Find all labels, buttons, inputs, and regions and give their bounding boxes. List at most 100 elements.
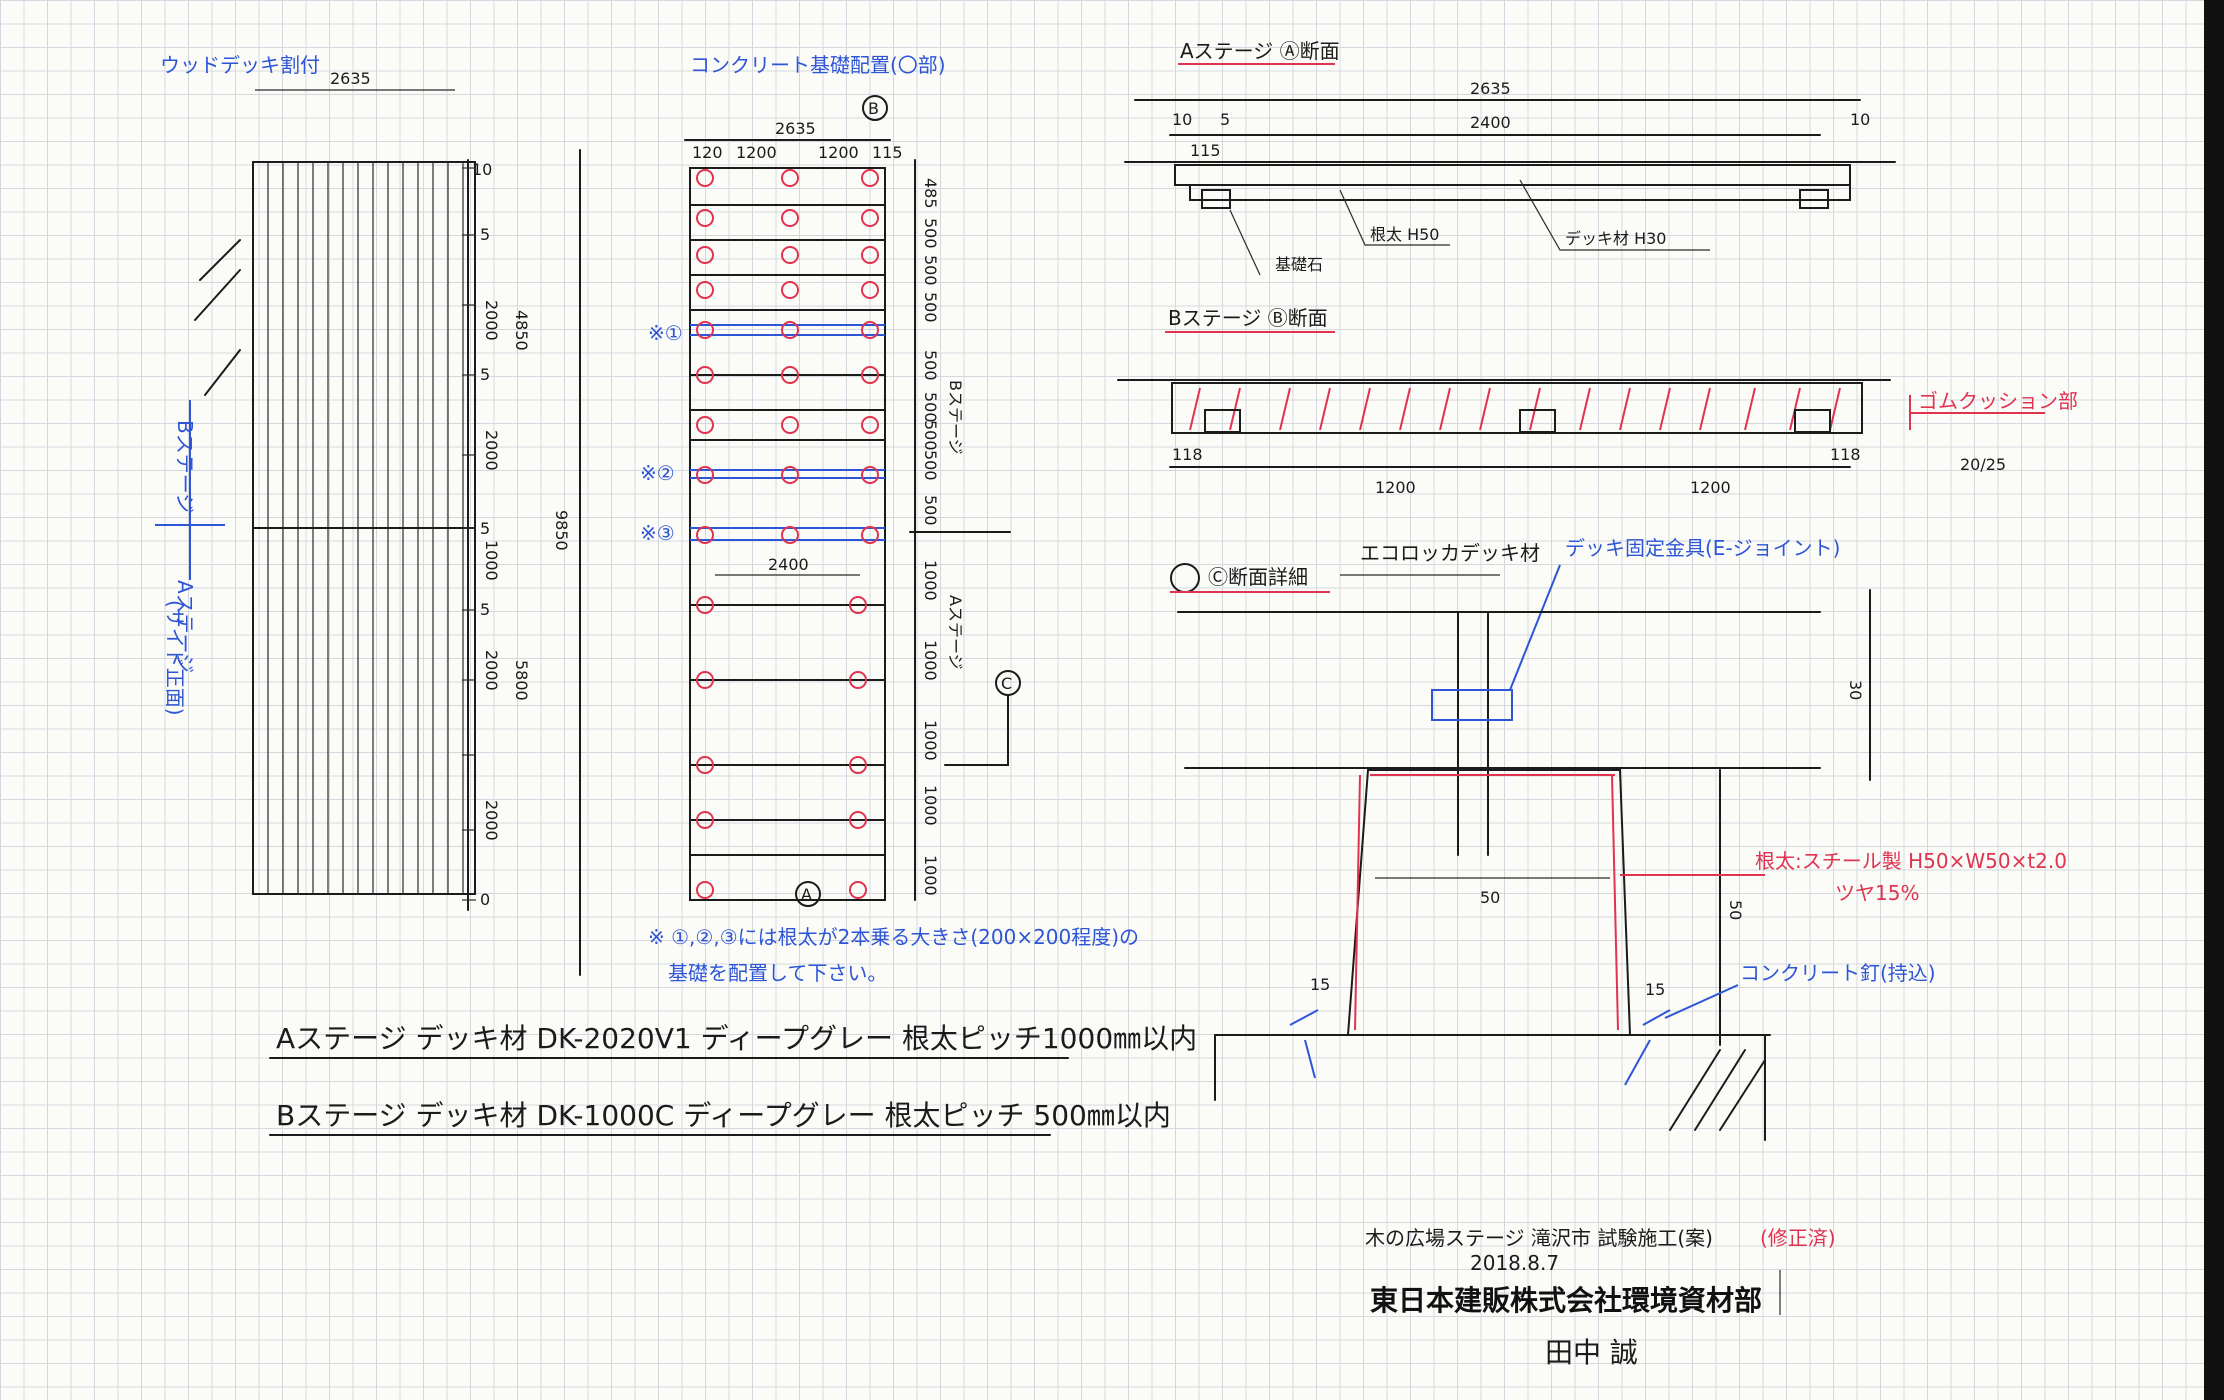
sub-dim-1: 120 <box>692 143 723 162</box>
sec-c-50-height: 50 <box>1726 900 1745 920</box>
sec-c-joist-left-red <box>1354 774 1361 1031</box>
svg-text:500: 500 <box>921 392 940 423</box>
dim-2000-a: 2000 <box>482 300 501 341</box>
dim-2000-b: 2000 <box>482 430 501 471</box>
foundation-note-1: ※ ①,②,③には根太が2本乗る大きさ(200×200程度)の <box>648 925 1139 949</box>
section-a-bubble <box>795 881 821 907</box>
sec-b-found-1 <box>1204 409 1241 433</box>
spec-a-stage: Aステージ デッキ材 DK-2020V1 ディープグレー 根太ピッチ1000㎜以… <box>276 1022 1197 1055</box>
sec-a-found-right <box>1799 189 1829 209</box>
sec-a-found-left <box>1201 189 1231 209</box>
section-a-title: Aステージ Ⓐ断面 <box>1180 39 1340 63</box>
mid-b-stage: Bステージ <box>946 380 965 455</box>
svg-text:500: 500 <box>921 420 940 451</box>
sub-dim-2: 1200 <box>736 143 777 162</box>
sec-b-cushion-label: ゴムクッション部 <box>1918 389 2078 413</box>
sec-c-deck-label: エコロッカデッキ材 <box>1360 541 1540 565</box>
sec-c-joist-right-red <box>1611 774 1619 1031</box>
foundation-side-labels: 485 500 500 500 500 500 500 500 500 1000… <box>921 178 940 896</box>
svg-text:500: 500 <box>921 495 940 526</box>
sec-b-found-2 <box>1519 409 1556 433</box>
sec-a-joist-label: 根太 H50 <box>1370 225 1439 244</box>
mid-a-stage: Aステージ <box>946 595 965 670</box>
b-stage-label: Bステージ <box>173 420 197 513</box>
project-name: 木の広場ステージ 滝沢市 試験施工(案) <box>1365 1226 1713 1250</box>
ruler-mark-5b: 5 <box>480 365 490 384</box>
sec-a-deck <box>1174 164 1851 186</box>
dim-1000: 1000 <box>482 540 501 581</box>
dim-9850: 9850 <box>552 510 571 551</box>
svg-text:500: 500 <box>921 292 940 323</box>
sec-c-15-left: 15 <box>1310 975 1330 994</box>
sec-c-paint-label: ツヤ15% <box>1835 881 1919 905</box>
mark-2: ※② <box>640 461 675 485</box>
sub-dim-4: 115 <box>872 143 903 162</box>
drawing-date: 2018.8.7 <box>1470 1251 1559 1275</box>
ruler-mark-5c: 5 <box>480 519 490 538</box>
sec-a-leader-3 <box>1519 179 1710 251</box>
sec-b-body <box>1171 382 1863 434</box>
svg-text:485: 485 <box>921 178 940 209</box>
deck-width-dim: 2635 <box>330 69 371 88</box>
sub-dim-3: 1200 <box>818 143 859 162</box>
sec-c-ground-hatch <box>1669 1049 1766 1131</box>
svg-text:1000: 1000 <box>921 640 940 681</box>
sec-b-side-dim: 20/25 <box>1960 455 2006 474</box>
side-front-note: (サイド正面) <box>163 600 187 716</box>
spec-b-stage: Bステージ デッキ材 DK-1000C ディープグレー 根太ピッチ 500㎜以内 <box>276 1099 1171 1132</box>
sec-a-5: 5 <box>1220 110 1230 129</box>
foundation-title: コンクリート基礎配置(〇部) <box>690 53 946 77</box>
ruler-mark-0: 0 <box>480 890 490 909</box>
title-block: 木の広場ステージ 滝沢市 試験施工(案) (修正済) 2018.8.7 東日本建… <box>1365 1226 1836 1369</box>
scan-edge <box>2204 0 2224 1400</box>
sec-a-leader-1 <box>1229 209 1261 276</box>
section-b-label: B <box>868 99 879 118</box>
deck-layout-title: ウッドデッキ割付 <box>160 53 320 77</box>
ruler-mark-top: 10 <box>472 160 492 179</box>
section-b: Bステージ Ⓑ断面 ゴムクッション部 118 1200 1200 118 20/… <box>1117 306 2078 497</box>
mark-1: ※① <box>648 321 683 345</box>
section-c: Ⓒ断面詳細 エコロッカデッキ材 デッキ固定金具(E-ジョイント) 30 50 5… <box>1170 536 2067 1141</box>
foundation-note-2: 基礎を配置して下さい。 <box>668 961 887 985</box>
deck-layout-plan: ウッドデッキ割付 2635 10 5 5 5 5 0 <box>155 53 581 976</box>
sec-c-fix-label: デッキ固定金具(E-ジョイント) <box>1565 536 1840 560</box>
foundation-points <box>696 169 879 899</box>
svg-text:500: 500 <box>921 218 940 249</box>
sec-b-cushion-hatch <box>1189 387 1841 431</box>
section-c-title-bubble <box>1170 563 1200 593</box>
sec-a-2400: 2400 <box>1470 113 1511 132</box>
svg-text:1000: 1000 <box>921 560 940 601</box>
svg-text:500: 500 <box>921 450 940 481</box>
foundation-outline <box>689 167 886 901</box>
a-stage-label: Aステージ <box>173 580 197 673</box>
spec-block: Aステージ デッキ材 DK-2020V1 ディープグレー 根太ピッチ1000㎜以… <box>269 1022 1197 1136</box>
sec-c-15-right: 15 <box>1645 980 1665 999</box>
dim-4850: 4850 <box>512 310 531 351</box>
dim-5800: 5800 <box>512 660 531 701</box>
sec-c-anchor-label: コンクリート釘(持込) <box>1740 961 1936 985</box>
joist-lines <box>689 204 886 856</box>
svg-text:500: 500 <box>921 350 940 381</box>
section-c-title: Ⓒ断面詳細 <box>1208 565 1308 589</box>
svg-text:1000: 1000 <box>921 785 940 826</box>
sec-a-deck-label: デッキ材 H30 <box>1565 229 1666 248</box>
section-a-label: A <box>801 885 812 904</box>
mark-3: ※③ <box>640 521 675 545</box>
sec-a-foundation: 基礎石 <box>1275 255 1323 274</box>
sec-c-fixture <box>1431 689 1513 721</box>
sec-a-total: 2635 <box>1470 79 1511 98</box>
sec-b-1200-a: 1200 <box>1375 478 1416 497</box>
section-c-leader <box>944 694 1009 766</box>
ruler-ticks <box>462 167 476 901</box>
dim-2000-c: 2000 <box>482 650 501 691</box>
sec-c-50-width: 50 <box>1480 888 1500 907</box>
section-a: Aステージ Ⓐ断面 2635 2400 10 5 10 115 基礎石 根太 H… <box>1124 39 1896 276</box>
sec-b-1200-b: 1200 <box>1690 478 1731 497</box>
sec-a-10-left: 10 <box>1172 110 1192 129</box>
sec-c-joist-label: 根太:スチール製 H50×W50×t2.0 <box>1755 849 2067 873</box>
ruler-mark-5a: 5 <box>480 225 490 244</box>
sec-b-118-left: 118 <box>1172 445 1203 464</box>
ruler-mark-5d: 5 <box>480 600 490 619</box>
